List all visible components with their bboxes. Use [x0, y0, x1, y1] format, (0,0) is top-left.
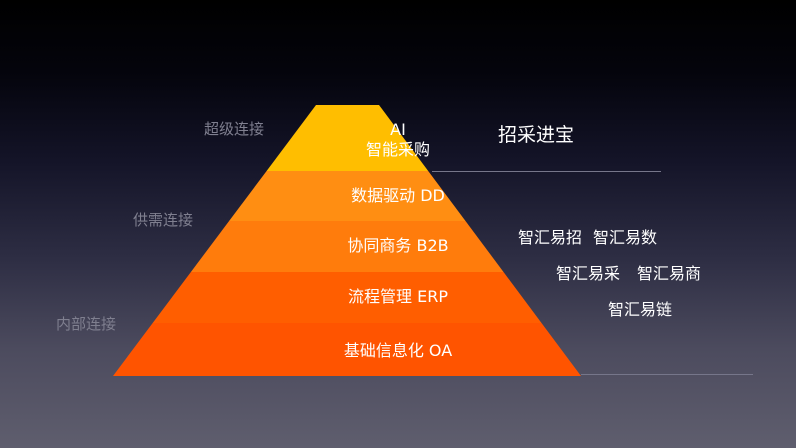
- headline: 招采进宝: [498, 124, 575, 146]
- tier-dd-label: 数据驱动 DD: [351, 186, 445, 205]
- tier-oa-label: 基础信息化 OA: [343, 341, 453, 360]
- bottom-divider-line: [581, 374, 753, 375]
- pyramid-tier-oa: [113, 323, 581, 376]
- tier-ai-label-line1: AI: [390, 120, 406, 139]
- tier-erp-label: 流程管理 ERP: [348, 287, 448, 306]
- tier-b2b-label: 协同商务 B2B: [347, 236, 449, 255]
- side-label-internal-connection: 内部连接: [56, 315, 117, 333]
- side-label-super-connection: 超级连接: [204, 120, 265, 138]
- product-yishang: 智汇易商: [637, 264, 702, 283]
- pyramid-tier-erp: [152, 272, 542, 323]
- pyramid-tier-dd: [229, 171, 466, 221]
- product-yicai: 智汇易采: [556, 264, 621, 283]
- tier-ai-label-line2: 智能采购: [365, 140, 430, 159]
- top-divider-line: [432, 171, 661, 172]
- product-yilian: 智汇易链: [608, 300, 673, 319]
- product-yizhao: 智汇易招: [518, 228, 583, 247]
- pyramid-tier-ai: [266, 105, 429, 171]
- product-yishu: 智汇易数: [593, 228, 658, 247]
- side-label-supply-demand-connection: 供需连接: [133, 211, 194, 229]
- pyramid-tier-b2b: [190, 221, 504, 272]
